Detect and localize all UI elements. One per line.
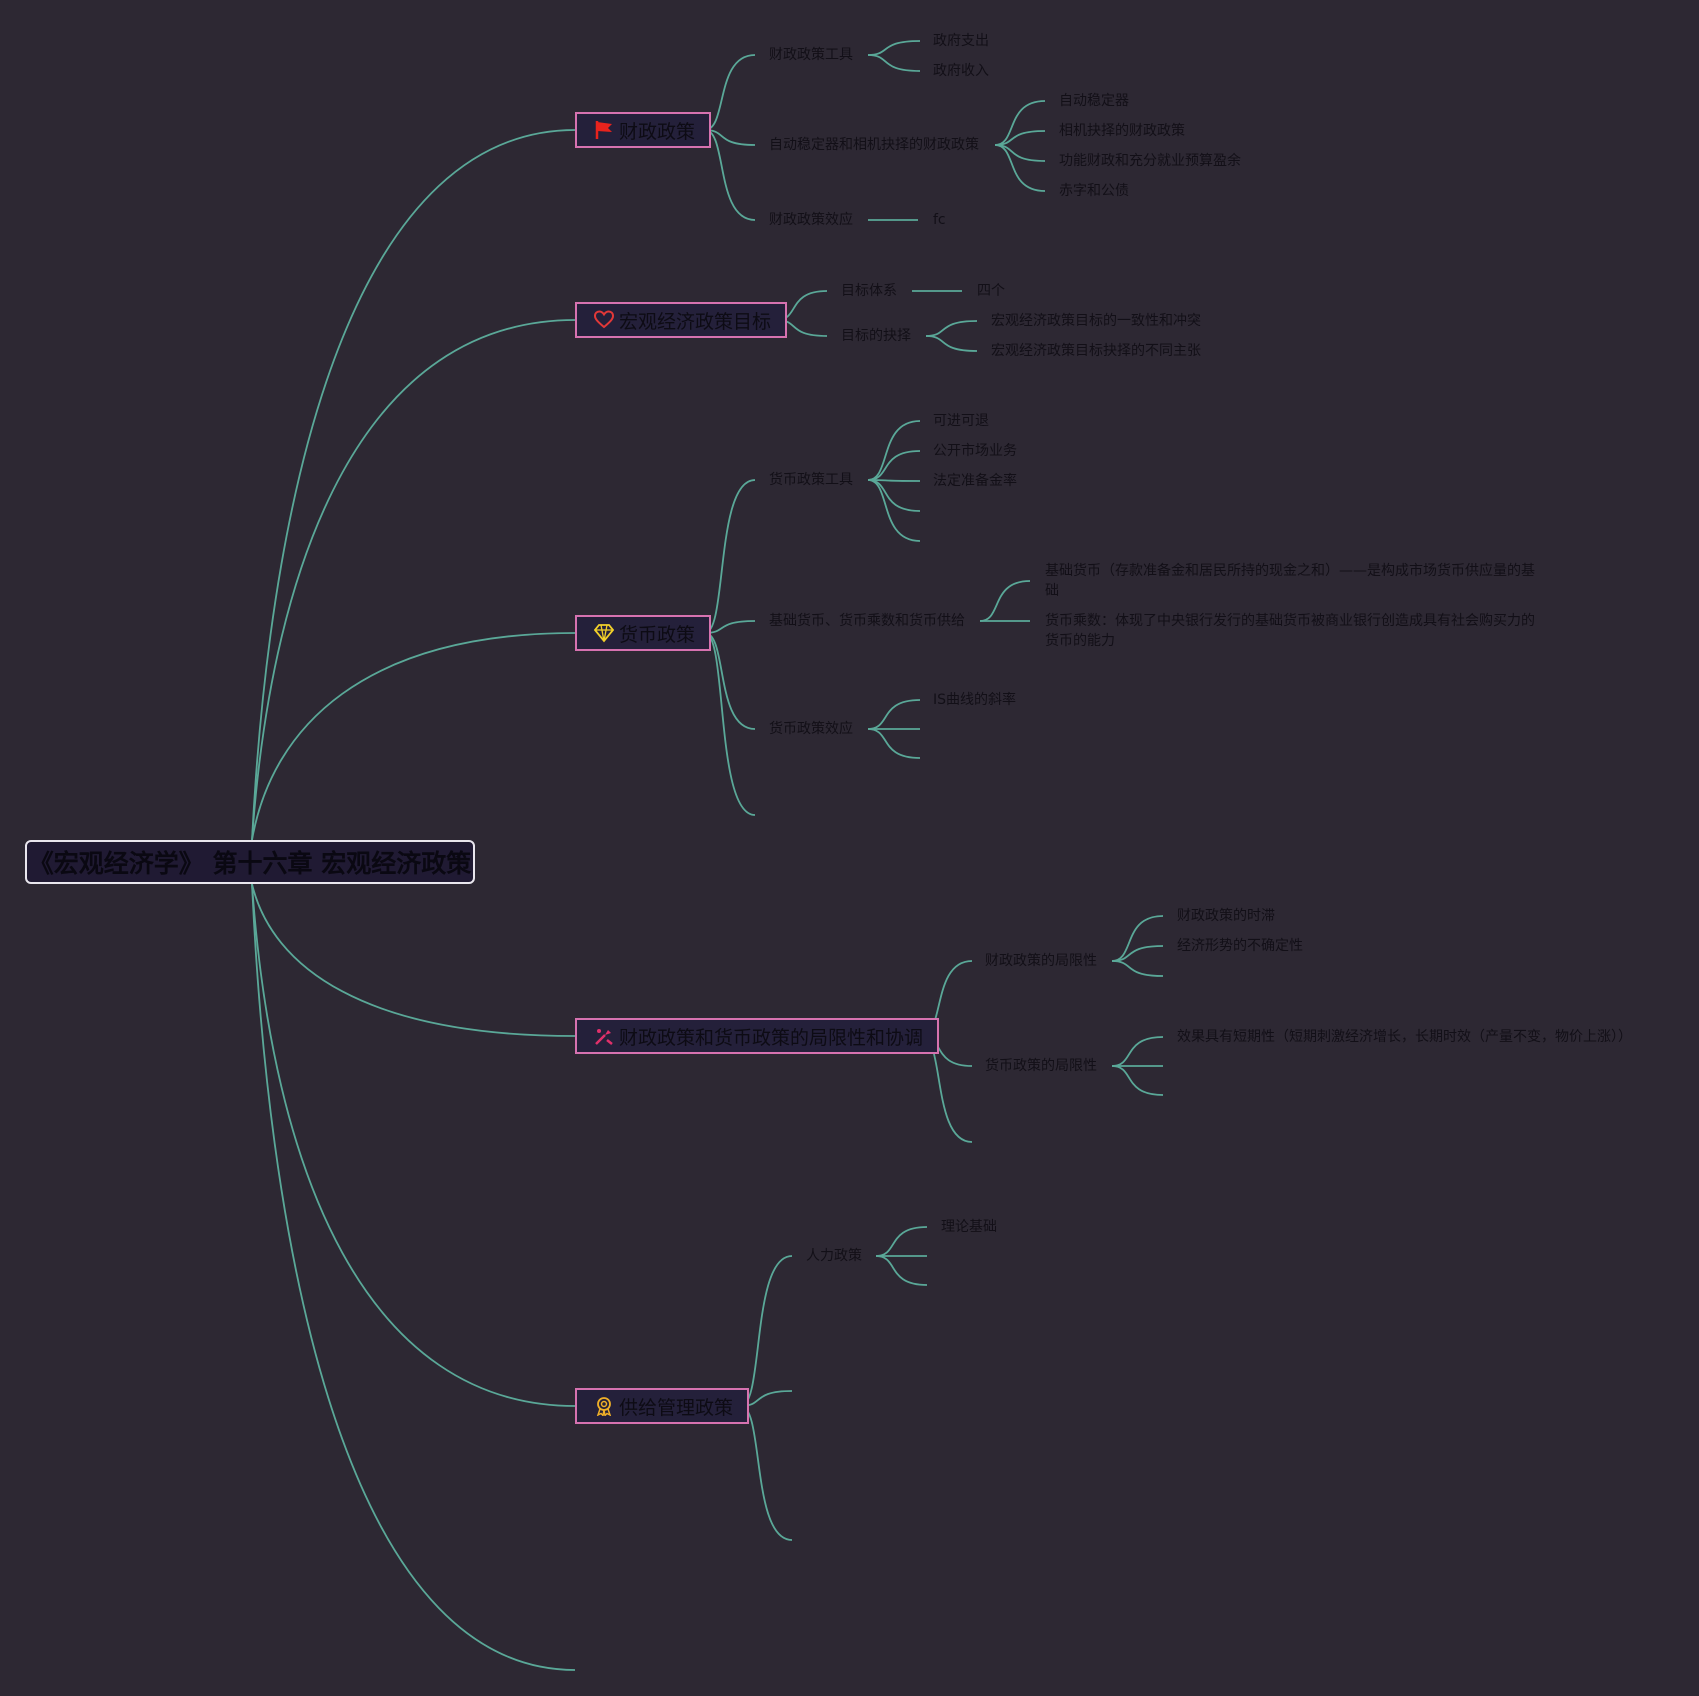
topic-monetary-policy[interactable]: 货币政策 bbox=[575, 615, 712, 651]
root-link-monetary bbox=[251, 632, 576, 841]
root-link-empty bbox=[251, 883, 576, 1671]
tools-icon bbox=[593, 1025, 615, 1047]
heart-icon bbox=[593, 309, 615, 331]
leaf-base-money-def[interactable]: 基础货币（存款准备金和居民所持的现金之和）——是构成市场货币供应量的基础 bbox=[1045, 563, 1535, 599]
connector bbox=[704, 129, 756, 146]
connector bbox=[1111, 1065, 1164, 1096]
connector bbox=[704, 54, 756, 131]
leaf-goal-consistency[interactable]: 宏观经济政策目标的一致性和冲突 bbox=[991, 313, 1201, 329]
connector bbox=[1111, 915, 1164, 962]
connector bbox=[1111, 960, 1164, 977]
leaf-flexible[interactable]: 可进可退 bbox=[933, 413, 989, 429]
subtopic-goal-choice[interactable]: 目标的抉择 bbox=[841, 328, 911, 344]
leaf-theoretical-basis[interactable]: 理论基础 bbox=[941, 1219, 997, 1235]
award-ribbon-icon bbox=[593, 1395, 615, 1417]
leaf-goal-views[interactable]: 宏观经济政策目标抉择的不同主张 bbox=[991, 343, 1201, 359]
leaf-deficit-debt[interactable]: 赤字和公债 bbox=[1059, 183, 1129, 199]
connector bbox=[925, 320, 978, 337]
leaf-fiscal-lag[interactable]: 财政政策的时滞 bbox=[1177, 908, 1275, 924]
leaf-functional-finance[interactable]: 功能财政和充分就业预算盈余 bbox=[1059, 153, 1241, 169]
connector bbox=[1111, 1036, 1164, 1067]
subtopic-goal-system[interactable]: 目标体系 bbox=[841, 283, 897, 299]
connector bbox=[875, 1255, 928, 1286]
connector bbox=[867, 420, 921, 481]
connector bbox=[704, 632, 756, 816]
leaf-gov-spending[interactable]: 政府支出 bbox=[933, 33, 989, 49]
diamond-icon bbox=[593, 622, 615, 644]
connector bbox=[867, 54, 921, 72]
subtopic-manpower-policy[interactable]: 人力政策 bbox=[806, 1248, 862, 1264]
topic-macro-policy-goals[interactable]: 宏观经济政策目标 bbox=[575, 302, 788, 338]
leaf-fc[interactable]: fc bbox=[933, 212, 946, 228]
connector bbox=[867, 450, 921, 481]
topic-fiscal-policy[interactable]: 财政政策 bbox=[575, 112, 712, 148]
connector bbox=[704, 129, 756, 221]
leaf-gov-revenue[interactable]: 政府收入 bbox=[933, 63, 989, 79]
subtopic-monetary-tools[interactable]: 货币政策工具 bbox=[769, 472, 853, 488]
leaf-auto-stabilizer[interactable]: 自动稳定器 bbox=[1059, 93, 1129, 109]
leaf-open-market[interactable]: 公开市场业务 bbox=[933, 443, 1017, 459]
topic-policy-limits-coordination[interactable]: 财政政策和货币政策的局限性和协调 bbox=[575, 1018, 940, 1054]
connector bbox=[704, 632, 756, 730]
connector bbox=[867, 479, 921, 542]
topic-label: 财政政策 bbox=[619, 120, 696, 143]
subtopic-fiscal-limits[interactable]: 财政政策的局限性 bbox=[985, 953, 1097, 969]
connector bbox=[704, 479, 756, 634]
subtopic-monetary-limits[interactable]: 货币政策的局限性 bbox=[985, 1058, 1097, 1074]
topic-label: 宏观经济政策目标 bbox=[619, 310, 772, 333]
connector bbox=[875, 1226, 928, 1257]
leaf-is-slope[interactable]: IS曲线的斜率 bbox=[933, 692, 1017, 708]
connector bbox=[867, 728, 921, 759]
connector bbox=[867, 40, 921, 56]
connector bbox=[994, 100, 1046, 146]
leaf-four[interactable]: 四个 bbox=[977, 283, 1005, 299]
subtopic-fiscal-effect[interactable]: 财政政策效应 bbox=[769, 212, 853, 228]
leaf-short-term-effect[interactable]: 效果具有短期性（短期刺激经济增长，长期时效（产量不变，物价上涨）） bbox=[1177, 1029, 1632, 1045]
leaf-money-multiplier[interactable]: 货币乘数：体现了中央银行发行的基础货币被商业银行创造成具有社会购买力的货币的能力 bbox=[1045, 613, 1535, 649]
topic-supply-management-policy[interactable]: 供给管理政策 bbox=[575, 1388, 750, 1424]
topic-label: 供给管理政策 bbox=[619, 1396, 734, 1419]
root-link-fiscal bbox=[251, 129, 576, 841]
leaf-reserve-ratio[interactable]: 法定准备金率 bbox=[933, 473, 1017, 489]
red-flag-icon bbox=[593, 119, 615, 141]
connector bbox=[740, 1255, 793, 1407]
connector bbox=[740, 1405, 793, 1541]
subtopic-auto-stabilizer[interactable]: 自动稳定器和相机抉择的财政政策 bbox=[769, 137, 979, 153]
subtopic-monetary-effect[interactable]: 货币政策效应 bbox=[769, 721, 853, 737]
connector bbox=[867, 479, 921, 512]
leaf-discretionary-fiscal[interactable]: 相机抉择的财政政策 bbox=[1059, 123, 1185, 139]
root-topic[interactable]: 《宏观经济学》 第十六章 宏观经济政策 bbox=[25, 840, 475, 884]
connector bbox=[994, 144, 1046, 192]
root-link-limits bbox=[251, 883, 576, 1037]
topic-label: 货币政策 bbox=[619, 623, 696, 646]
connector bbox=[979, 580, 1031, 622]
leaf-uncertainty[interactable]: 经济形势的不确定性 bbox=[1177, 938, 1303, 954]
connector bbox=[925, 335, 978, 352]
connector bbox=[867, 699, 921, 730]
topic-label: 财政政策和货币政策的局限性和协调 bbox=[619, 1026, 924, 1049]
subtopic-base-money[interactable]: 基础货币、货币乘数和货币供给 bbox=[769, 613, 965, 629]
subtopic-fiscal-tools[interactable]: 财政政策工具 bbox=[769, 47, 853, 63]
root-link-goals bbox=[251, 319, 576, 841]
root-link-supply bbox=[251, 883, 576, 1407]
